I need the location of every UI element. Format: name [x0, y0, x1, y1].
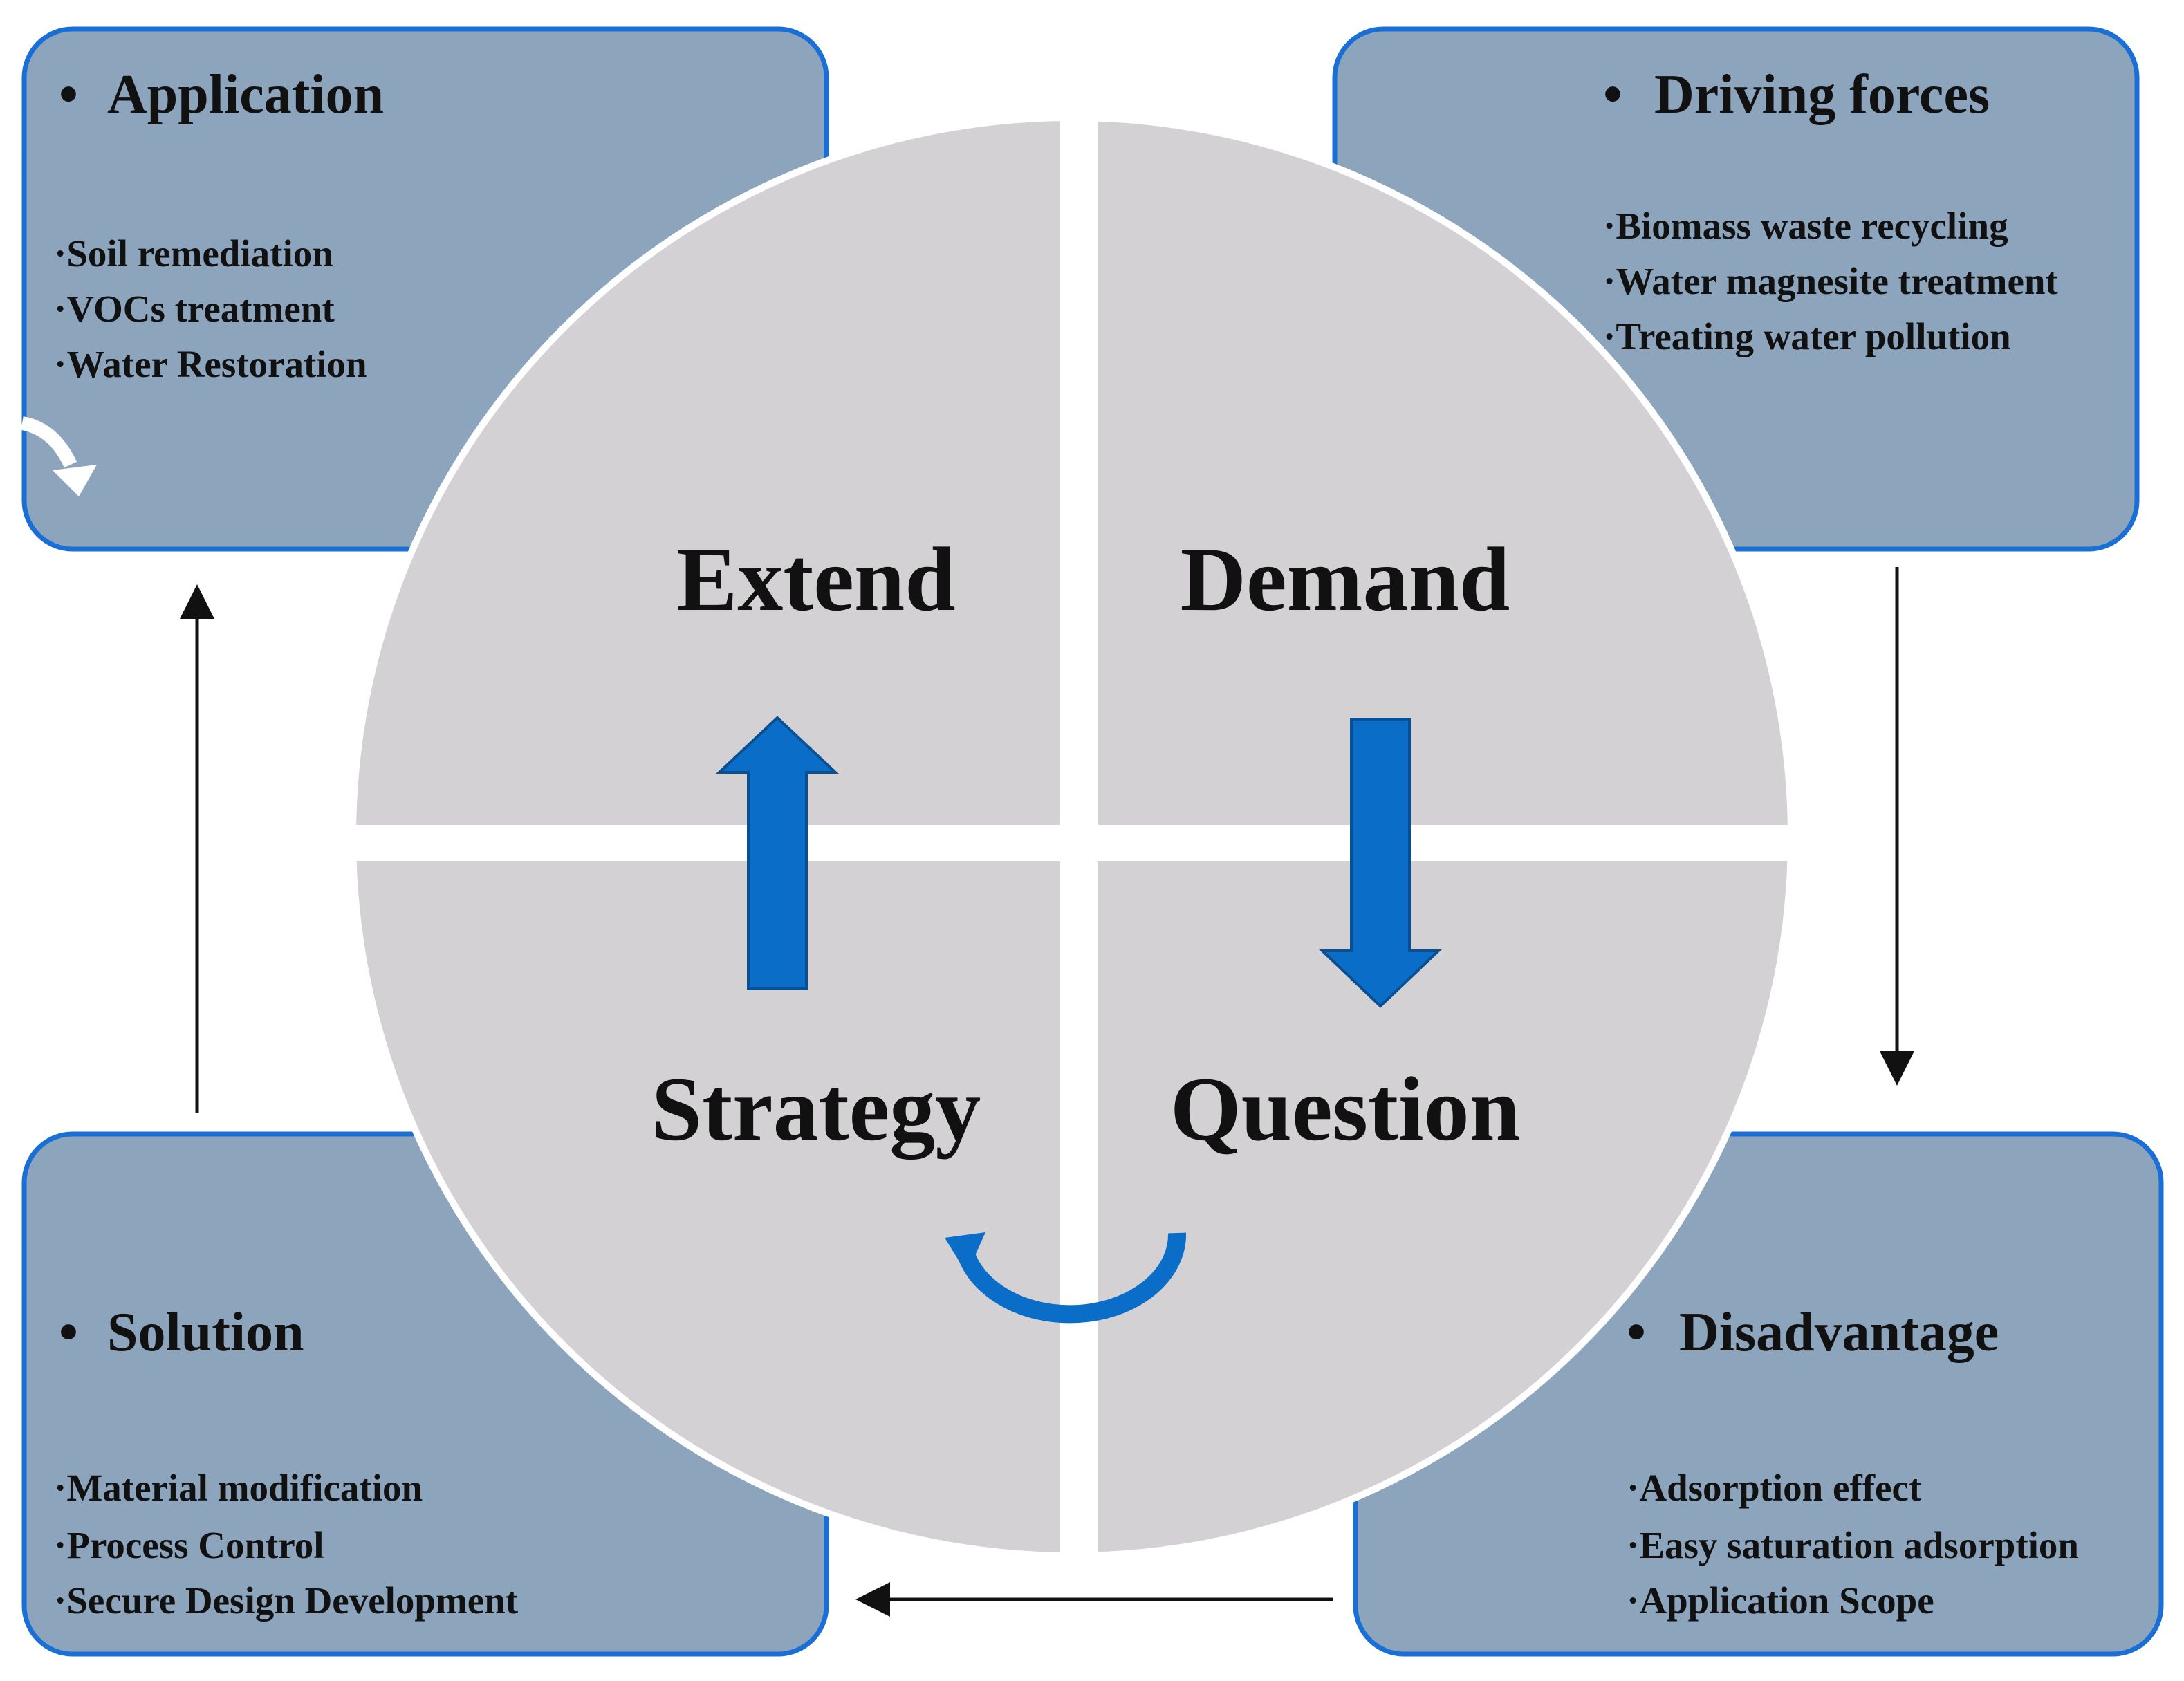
- application-item: ·VOCs treatment: [54, 288, 335, 330]
- driving-forces-item: ·Treating water pollution: [1603, 315, 2011, 357]
- disadvantage-item: ·Adsorption effect: [1627, 1467, 1922, 1509]
- disadvantage-bullet: •: [1627, 1302, 1646, 1363]
- application-box: • Application ·Soil remediation ·VOCs tr…: [21, 26, 829, 552]
- arrow-up-icon: [715, 716, 840, 990]
- application-bullet: •: [59, 64, 78, 125]
- curved-arrow-icon: [20, 416, 97, 496]
- application-item: ·Soil remediation: [54, 232, 333, 275]
- curved-arrow-icon: [945, 1232, 1187, 1324]
- driving-forces-title: Driving forces: [1654, 64, 1990, 125]
- question-label: Question: [1170, 1058, 1520, 1160]
- driving-forces-item: ·Water magnesite treatment: [1603, 260, 2058, 302]
- driving-forces-bullet: •: [1603, 64, 1622, 125]
- solution-item: ·Process Control: [54, 1524, 324, 1566]
- solution-title: Solution: [107, 1302, 304, 1363]
- solution-bullet: •: [59, 1302, 78, 1363]
- arrow-down-icon: [1319, 718, 1442, 1008]
- strategy-label: Strategy: [651, 1058, 981, 1160]
- disadvantage-item: ·Application Scope: [1627, 1579, 1934, 1622]
- demand-label: Demand: [1181, 528, 1510, 630]
- application-title: Application: [107, 64, 384, 125]
- solution-item: ·Secure Design Development: [54, 1579, 519, 1622]
- solution-item: ·Material modification: [54, 1467, 423, 1509]
- disadvantage-item: ·Easy saturation adsorption: [1627, 1524, 2079, 1566]
- application-item: ·Water Restoration: [54, 343, 367, 385]
- disadvantage-title: Disadvantage: [1679, 1302, 1999, 1363]
- driving-forces-item: ·Biomass waste recycling: [1603, 205, 2008, 247]
- extend-label: Extend: [676, 528, 955, 630]
- quadrant-circle: [356, 121, 1788, 1552]
